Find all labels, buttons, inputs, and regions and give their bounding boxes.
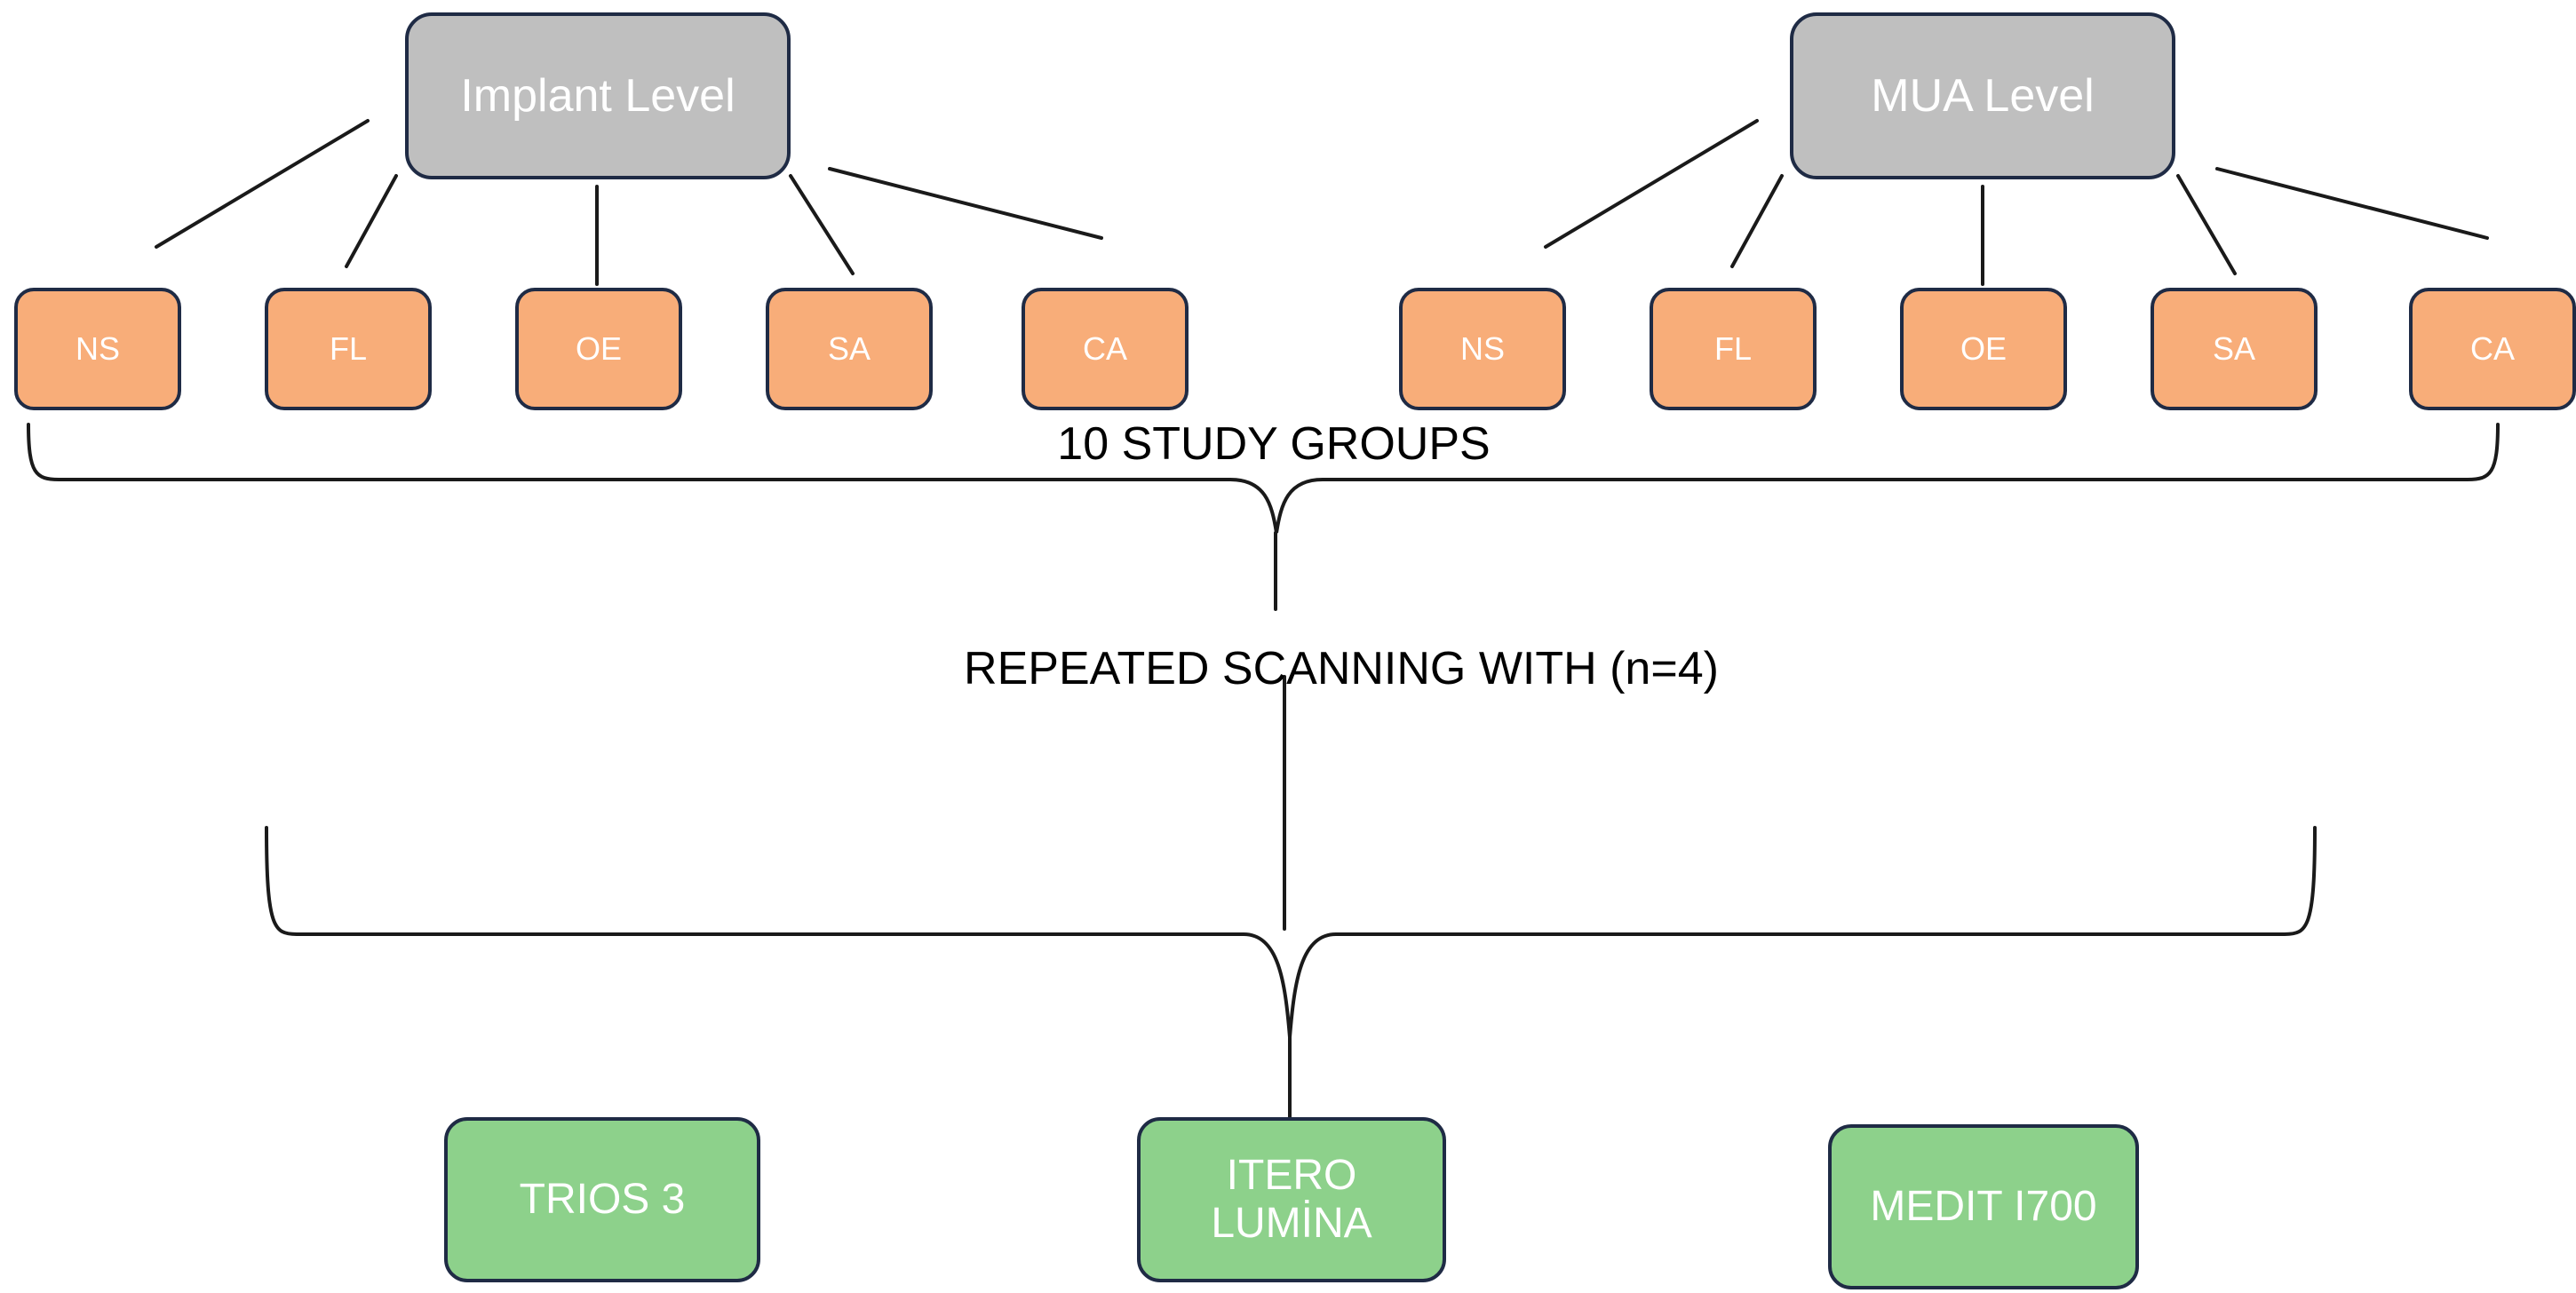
scanner-node-itero-lumina[interactable]: ITERO LUMİNA <box>1137 1117 1446 1282</box>
mua-branch-0 <box>1544 119 1759 249</box>
mua-branch-1 <box>1730 174 1784 268</box>
group-node-implant-ca[interactable]: CA <box>1022 288 1189 410</box>
implant-branch-3 <box>789 174 855 275</box>
scanner-node-trios-3[interactable]: TRIOS 3 <box>444 1117 760 1282</box>
implant-branch-4 <box>828 167 1103 240</box>
study-groups-caption: 10 STUDY GROUPS <box>1057 418 1491 470</box>
group-node-implant-oe[interactable]: OE <box>515 288 682 410</box>
group-node-implant-sa[interactable]: SA <box>766 288 933 410</box>
scanner-node-medit-i700[interactable]: MEDIT I700 <box>1828 1124 2139 1289</box>
group-node-implant-ns[interactable]: NS <box>14 288 181 410</box>
level-node-implant-level[interactable]: Implant Level <box>405 12 791 179</box>
brace-group <box>27 423 2500 1038</box>
mua-branch-4 <box>2215 167 2489 240</box>
group-node-mua-oe[interactable]: OE <box>1900 288 2067 410</box>
scanners-brace <box>265 826 2317 1038</box>
group-node-mua-sa[interactable]: SA <box>2151 288 2318 410</box>
repeated-scanning-caption: REPEATED SCANNING WITH (n=4) <box>964 643 1719 694</box>
group-node-mua-ca[interactable]: CA <box>2409 288 2576 410</box>
group-node-implant-fl[interactable]: FL <box>265 288 432 410</box>
tree-connector-lines <box>155 119 2489 1119</box>
group-node-mua-ns[interactable]: NS <box>1399 288 1566 410</box>
implant-branch-0 <box>155 119 370 249</box>
study-groups-brace <box>27 423 2500 534</box>
level-node-mua-level[interactable]: MUA Level <box>1790 12 2175 179</box>
group-node-mua-fl[interactable]: FL <box>1650 288 1817 410</box>
mua-branch-3 <box>2176 174 2237 275</box>
implant-branch-1 <box>345 174 398 268</box>
